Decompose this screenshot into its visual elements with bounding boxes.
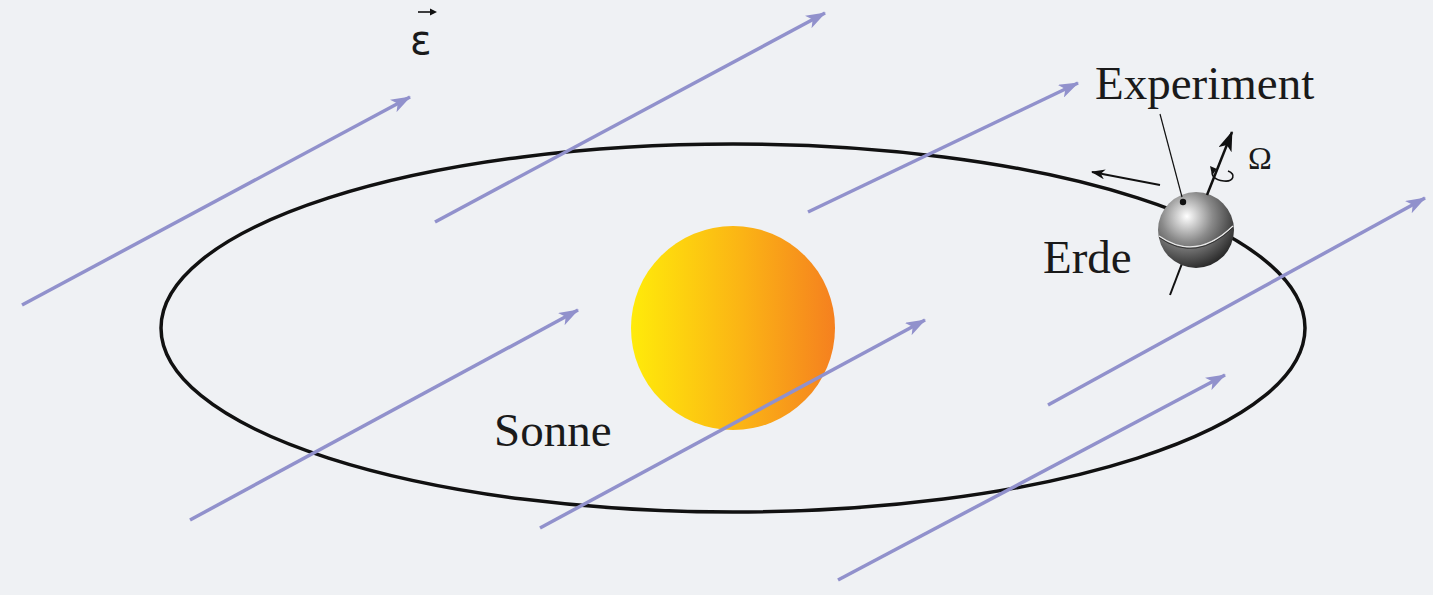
field-symbol: ε <box>410 20 432 60</box>
rotation-head <box>1210 166 1217 175</box>
rotation-symbol: Ω <box>1248 142 1272 174</box>
sun-label: Sonne <box>494 407 612 454</box>
experiment-label: Experiment <box>1095 60 1314 107</box>
earth-label: Erde <box>1043 234 1132 281</box>
orbit-ellipse <box>161 144 1305 512</box>
earth-globe <box>1158 132 1234 295</box>
motion-arrow <box>1092 172 1160 185</box>
vector-accent <box>418 9 437 16</box>
experiment-dot <box>1180 199 1186 205</box>
leader-line <box>1160 114 1182 197</box>
sun-disc <box>631 226 835 430</box>
field-arrows <box>22 13 1425 580</box>
rotation-curl <box>1212 170 1232 181</box>
